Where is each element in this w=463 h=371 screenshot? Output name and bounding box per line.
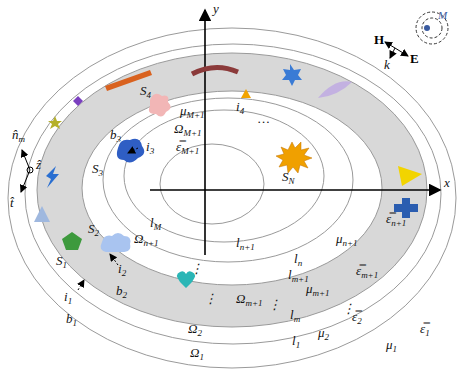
math-label: b1 — [66, 312, 77, 325]
math-label: μ1 — [386, 338, 397, 351]
math-label: k — [384, 58, 390, 71]
math-label: ln+1 — [236, 236, 255, 249]
math-label: b3 — [110, 128, 121, 141]
math-label: lm — [290, 308, 300, 321]
math-label: S4 — [140, 84, 151, 97]
math-label: lM — [150, 216, 161, 229]
math-label: l1 — [292, 334, 300, 347]
math-label: i1 — [64, 290, 72, 303]
math-label: S3 — [92, 162, 103, 175]
math-label: x — [444, 176, 450, 189]
math-label: y — [213, 2, 219, 15]
math-label: Ωn+1 — [134, 232, 158, 245]
math-label: i2 — [118, 262, 126, 275]
math-label: Ω1 — [190, 346, 204, 359]
math-label: μM+1 — [180, 104, 205, 117]
math-label: μ2 — [318, 326, 329, 339]
math-label: ln — [294, 252, 302, 265]
math-label: … — [258, 112, 270, 125]
math-label: ε̿m+1 — [356, 264, 378, 277]
math-label: E — [410, 52, 419, 65]
math-label: b2 — [116, 284, 127, 297]
math-label: S2 — [88, 222, 99, 235]
math-label: n̂m — [12, 128, 25, 141]
math-label: S1 — [56, 254, 67, 267]
math-label: μn+1 — [336, 232, 358, 245]
math-label: ε̿n+1 — [386, 212, 406, 225]
math-label: lm+1 — [288, 268, 309, 281]
math-label: μm+1 — [306, 282, 330, 295]
math-label: SN — [282, 170, 295, 183]
math-label: ε̿1 — [420, 322, 430, 335]
math-label: Ω2 — [188, 322, 202, 335]
math-label: t̂ — [10, 196, 14, 209]
math-label: M — [438, 10, 447, 21]
math-label: ⋮ — [268, 298, 281, 311]
math-label: ⋮ — [342, 302, 355, 315]
math-label: ε̿M+1 — [176, 140, 199, 153]
math-label: ẑ — [36, 158, 41, 171]
math-label: ⋮ — [190, 262, 203, 275]
math-label: ⋮ — [204, 292, 217, 305]
math-label: Ωm+1 — [236, 292, 262, 305]
math-label: i4 — [236, 100, 244, 113]
math-label: ΩM+1 — [174, 122, 201, 135]
math-label: H — [374, 33, 384, 46]
math-label: i3 — [146, 140, 154, 153]
